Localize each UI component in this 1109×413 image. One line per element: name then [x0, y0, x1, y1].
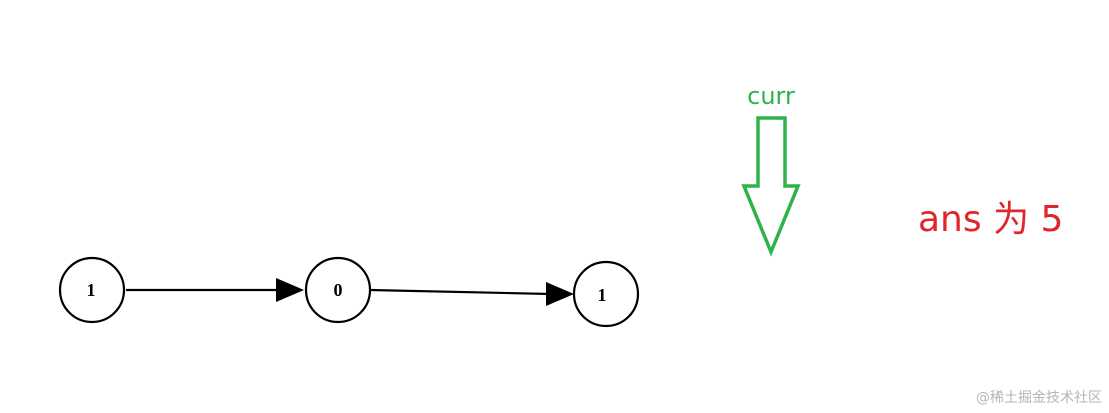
list-node-2: 0	[304, 256, 372, 324]
down-arrow-icon	[741, 116, 801, 257]
watermark-text: @稀土掘金技术社区	[976, 390, 1102, 406]
pointer-label: curr	[747, 82, 795, 110]
edge-2-to-3	[370, 282, 574, 306]
node-value: 0	[334, 280, 343, 300]
edge-1-to-2	[126, 278, 304, 302]
node-value: 1	[87, 280, 96, 300]
list-node-3: 1	[572, 260, 640, 328]
list-node-1: 1	[58, 256, 126, 324]
node-value: 1	[598, 285, 607, 305]
answer-text: ans 为 5	[918, 199, 1063, 240]
